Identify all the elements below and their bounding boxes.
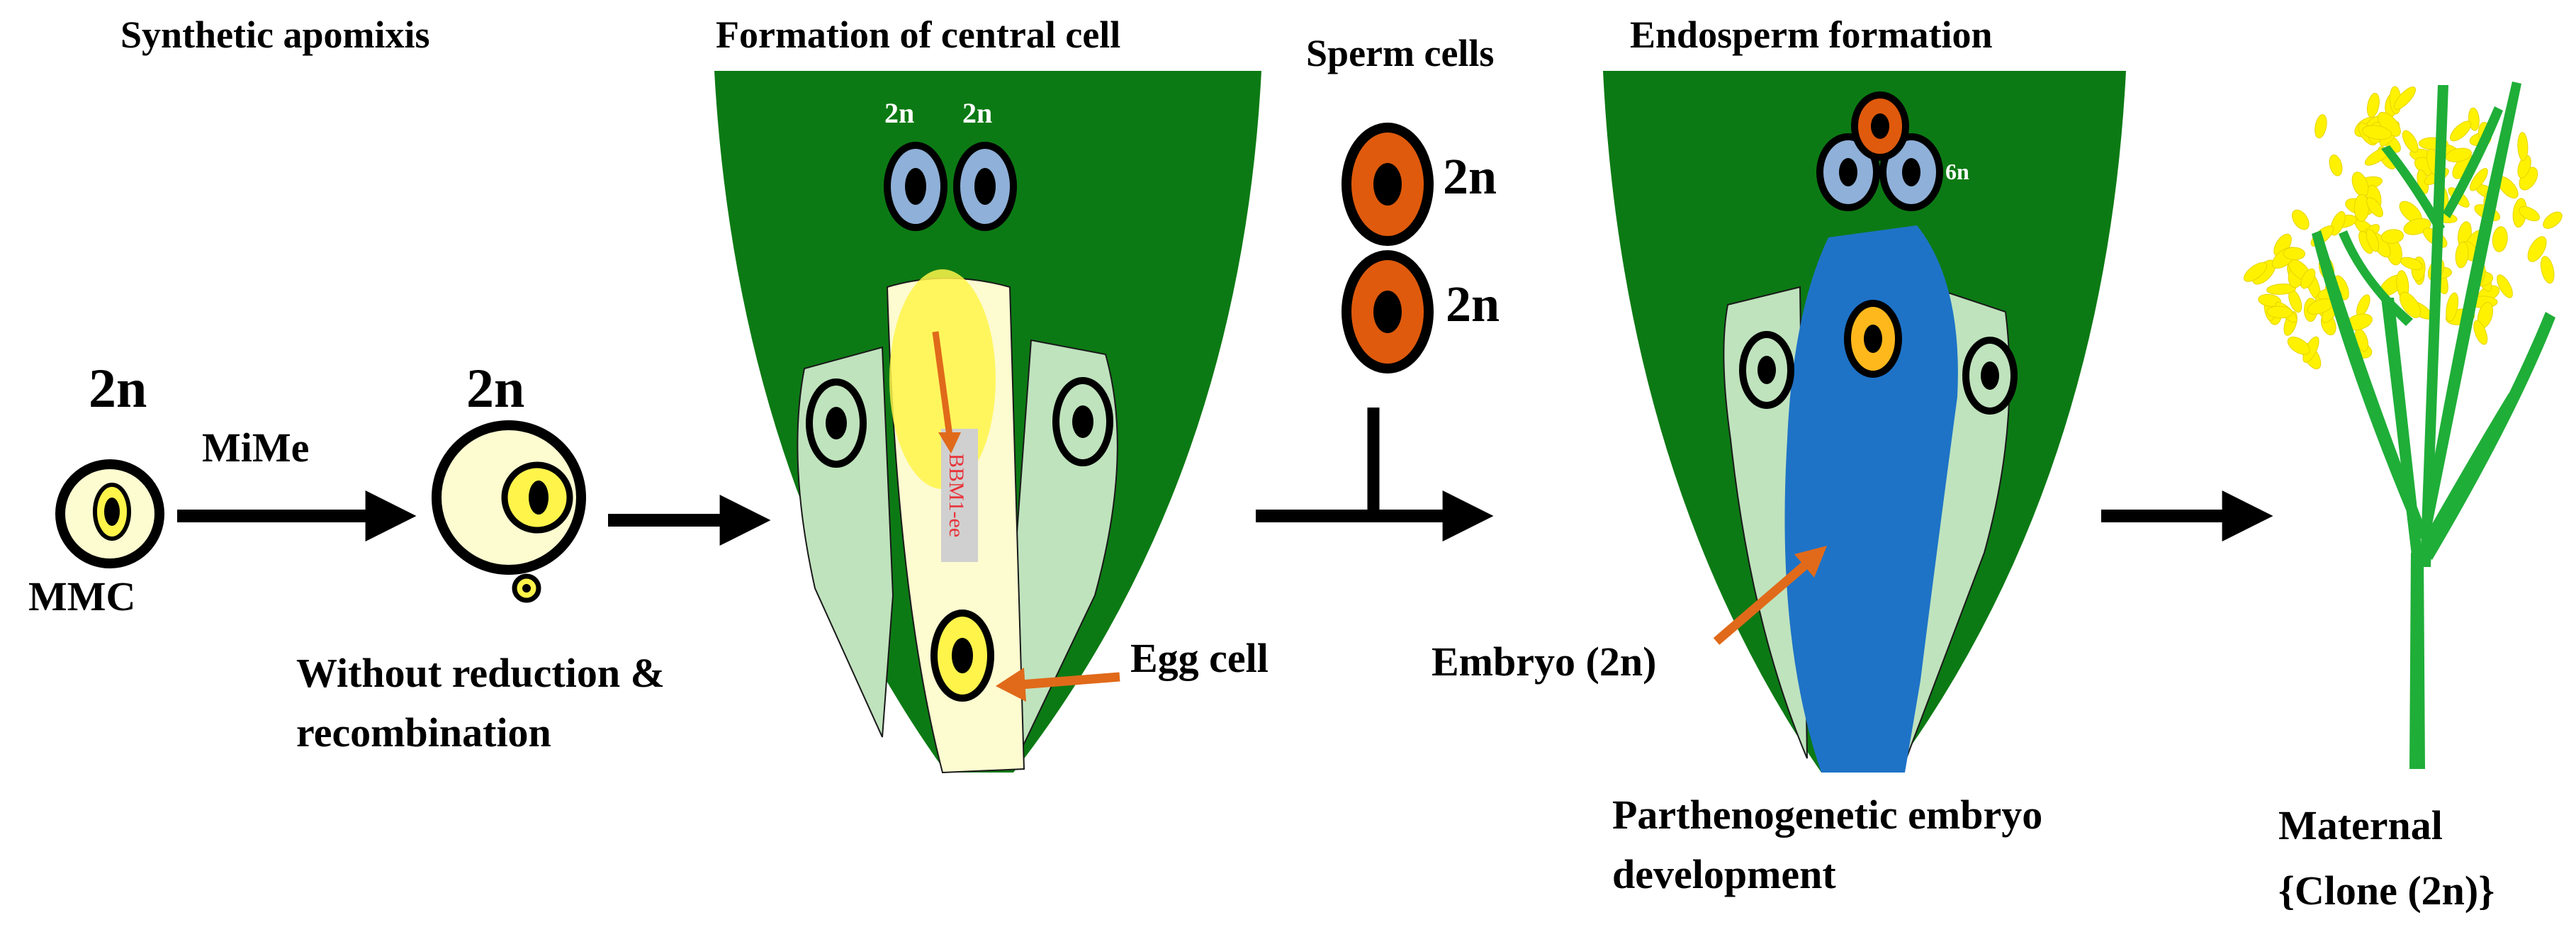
synergid-left-ploidy: 2n <box>884 97 915 129</box>
rice-grain <box>2362 125 2392 140</box>
endosperm-ploidy: 6n <box>1945 159 1969 184</box>
title-central-cell: Formation of central cell <box>716 13 1121 56</box>
rice-panicle-grains <box>2243 86 2563 370</box>
rice-grain <box>2393 86 2417 110</box>
bbm1-ee-label: BBM1-ee <box>945 453 969 538</box>
rice-grain <box>2353 193 2370 222</box>
without-reduction-line2: recombination <box>296 709 551 756</box>
sperm-cells <box>1342 123 1434 374</box>
bbm-arrow <box>932 331 953 437</box>
ovule-central-cell <box>714 71 1261 774</box>
rice-grain <box>2330 210 2346 236</box>
rice-grain <box>2445 147 2472 162</box>
rice-grain <box>2291 209 2310 230</box>
synergid-right-ploidy: 2n <box>962 97 993 129</box>
rice-grain <box>2527 236 2547 262</box>
rice-grain <box>2543 211 2563 229</box>
embryo-arrow <box>1713 560 1811 645</box>
rice-grain <box>2266 305 2293 319</box>
rice-grain <box>2399 291 2422 318</box>
rice-grain <box>2492 226 2508 252</box>
ovule-endosperm <box>1603 71 2126 773</box>
rice-grain <box>2400 257 2424 271</box>
rice-grain <box>2519 206 2540 222</box>
rice-grain <box>2283 247 2305 261</box>
rice-grain <box>2366 197 2383 218</box>
title-sperm-cells: Sperm cells <box>1306 32 1495 74</box>
parthenogenetic-line2: development <box>1612 851 1836 897</box>
sperm1-ploidy: 2n <box>1443 148 1497 205</box>
rice-grain <box>2446 292 2459 322</box>
parthenogenetic-line1: Parthenogenetic embryo <box>1612 792 2043 838</box>
rice-grain <box>2300 268 2316 289</box>
title-endosperm-formation: Endosperm formation <box>1630 13 1993 56</box>
mmc-cell <box>55 459 164 568</box>
without-reduction-line1: Without reduction & <box>296 650 665 696</box>
maternal-line1: Maternal <box>2278 802 2443 848</box>
rice-grain <box>2315 114 2327 139</box>
embryo-label: Embryo (2n) <box>1432 639 1657 685</box>
rice-plant <box>2243 82 2563 769</box>
maternal-line2: {Clone (2n)} <box>2278 867 2495 914</box>
egg-cell-arrow <box>1020 672 1120 690</box>
rice-grain <box>2402 130 2419 153</box>
rice-grain <box>2366 93 2380 118</box>
sperm2-ploidy: 2n <box>1446 276 1500 332</box>
rice-grain <box>2517 155 2531 179</box>
rice-grain <box>2470 168 2488 191</box>
rice-grain <box>2517 132 2529 162</box>
title-synthetic-apomixis: Synthetic apomixis <box>120 13 430 56</box>
rice-grain <box>2329 155 2343 176</box>
rice-grain <box>2473 320 2488 345</box>
rice-grain <box>2540 256 2555 284</box>
rice-grain <box>2455 241 2469 269</box>
unreduced-ploidy: 2n <box>466 357 525 419</box>
rice-grain <box>2497 274 2513 298</box>
rice-grain <box>2380 229 2405 244</box>
fertilization-arrow <box>1256 408 1494 541</box>
rice-grain <box>2258 293 2281 307</box>
rice-grain <box>2266 283 2297 295</box>
egg-cell-label: Egg cell <box>1130 635 1269 681</box>
rice-grain <box>2287 336 2310 355</box>
mime-label: MiMe <box>202 425 310 471</box>
mmc-ploidy: 2n <box>89 357 147 419</box>
unreduced-cell <box>432 420 586 603</box>
mmc-label: MMC <box>28 573 136 619</box>
rice-grain <box>2366 229 2380 252</box>
rice-grain <box>2243 262 2268 282</box>
rice-grain <box>2450 120 2472 142</box>
